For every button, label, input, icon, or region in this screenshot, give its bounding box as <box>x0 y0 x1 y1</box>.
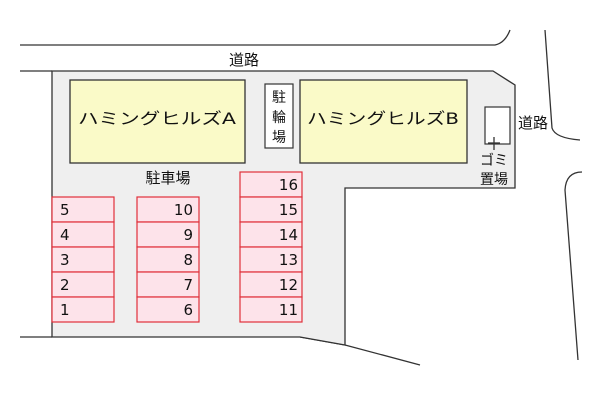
parking-space-number-7: 7 <box>183 276 193 294</box>
bicycle-parking-label-2: 輪 <box>272 109 286 126</box>
parking-space-number-2: 2 <box>60 276 70 294</box>
building-a-label: ハミングヒルズA <box>78 109 236 128</box>
building-b-label: ハミングヒルズB <box>307 109 459 128</box>
parking-space-number-14: 14 <box>279 226 298 244</box>
garbage-label-1: ゴミ <box>480 152 508 169</box>
building-b <box>299 79 468 164</box>
parking-space-number-1: 1 <box>60 301 70 319</box>
garbage-label-2: 置場 <box>480 172 508 188</box>
road-right-label: 道路 <box>518 114 548 132</box>
parking-space-2 <box>51 271 115 298</box>
south-boundary <box>299 336 421 366</box>
parking-space-7 <box>136 271 200 298</box>
parking-space-6 <box>136 296 200 323</box>
parking-space-3 <box>51 246 115 273</box>
parking-space-number-6: 6 <box>183 301 193 319</box>
parking-space-number-13: 13 <box>279 251 298 269</box>
parking-space-4 <box>51 221 115 248</box>
building-a <box>69 79 246 164</box>
bicycle-parking-label-1: 駐 <box>272 90 286 106</box>
parking-space-16 <box>239 171 303 198</box>
parking-space-number-15: 15 <box>279 201 298 219</box>
bicycle-parking-label-3: 場 <box>272 130 286 146</box>
road-right-right-edge <box>564 171 583 361</box>
parking-space-number-11: 11 <box>279 301 298 319</box>
parking-spaces: 5 4 3 2 1 10 9 8 7 6 16 15 14 13 12 11 <box>51 171 303 323</box>
parking-space-number-4: 4 <box>60 226 70 244</box>
parking-space-15 <box>239 196 303 223</box>
parking-space-number-3: 3 <box>60 251 70 269</box>
parking-space-number-16: 16 <box>279 176 298 194</box>
parking-space-5 <box>51 196 115 223</box>
parking-space-number-12: 12 <box>279 276 298 294</box>
parking-label: 駐車場 <box>145 169 190 187</box>
road-right-left-edge <box>544 29 581 141</box>
parking-space-number-8: 8 <box>183 251 193 269</box>
parking-space-1 <box>51 296 115 323</box>
parking-space-9 <box>136 221 200 248</box>
road-top-label: 道路 <box>229 51 259 69</box>
parking-space-number-9: 9 <box>183 226 193 244</box>
parking-space-number-10: 10 <box>174 201 193 219</box>
garbage-area <box>484 106 511 145</box>
bicycle-parking <box>264 83 294 149</box>
parking-space-number-5: 5 <box>60 201 70 219</box>
road-top-upper-edge <box>20 29 511 46</box>
parking-space-11 <box>239 296 303 323</box>
parking-space-13 <box>239 246 303 273</box>
